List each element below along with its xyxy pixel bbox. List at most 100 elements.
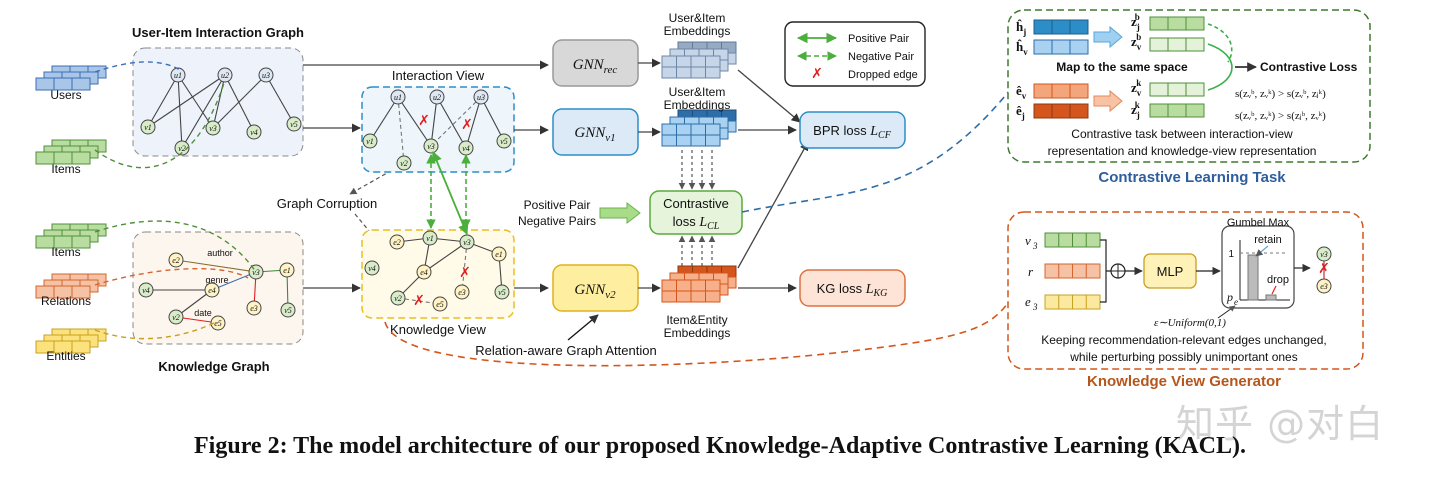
entity-node-e4-circle — [204, 282, 220, 298]
kg-item-node-v3-circle — [248, 264, 264, 280]
entity-node-e5-text: e5 — [214, 319, 222, 328]
kg-item-node-v5-text: v5 — [284, 306, 292, 315]
item-node-v2-circle — [174, 140, 190, 156]
kv-entity-node-e2: e2 — [389, 234, 405, 250]
arrow-rec-to-bpr — [737, 69, 801, 123]
emb-v2-back — [661, 279, 721, 292]
entity-node-e4-text: e4 — [208, 286, 216, 295]
figure-caption: Figure 2: The model architecture of our … — [194, 433, 1246, 459]
cl-symbol-z-v-k: zvk — [1131, 78, 1142, 98]
entities-stack-bar-rect — [35, 340, 91, 354]
kg-item-node-v3: v3 — [248, 264, 264, 280]
user-node-u2: u2 — [217, 67, 233, 83]
user-node-u3-text: u3 — [262, 71, 270, 80]
relation-attention-label: Relation-aware Graph Attention — [475, 343, 656, 358]
cl-bar-e-j-rect — [1033, 103, 1089, 119]
kv-entity-node-e2-circle — [389, 234, 405, 250]
kv-entity-node-e5: e5 — [432, 296, 448, 312]
kv-item-node-v2: v2 — [390, 290, 406, 306]
items-kg-label: Items — [51, 245, 80, 259]
drop-label: drop — [1267, 274, 1289, 286]
ui-edge — [212, 74, 226, 129]
user-node-u2-text: u2 — [221, 71, 229, 80]
user-node-u1: u1 — [170, 67, 186, 83]
relations-label: Relations — [41, 294, 91, 308]
kvg-symbol-v3: v — [1025, 233, 1031, 248]
iv-edge — [369, 96, 399, 142]
user-node-u1-circle — [170, 67, 186, 83]
kg-item-node-v3-text: v3 — [252, 268, 260, 277]
cl-task-title: Contrastive Learning Task — [1098, 169, 1286, 186]
kv-item-node-v5-text: v5 — [498, 288, 506, 297]
gumbel-label: Gumbel Max — [1227, 217, 1290, 229]
kg-edge-label-author: author — [207, 248, 233, 258]
cl-symbol-e-j: êj — [1016, 103, 1025, 121]
cl-bar-z-j-b-rect — [1149, 16, 1205, 31]
iv-item-node-v3: v3 — [423, 138, 439, 154]
contrastive-loss-label: Contrastive Loss — [1260, 60, 1358, 74]
iv-item-node-v2-text: v2 — [400, 159, 408, 168]
iv-item-node-v2-circle — [396, 155, 412, 171]
kvg-bracket — [1100, 239, 1111, 303]
iv-user-node-u3-text: u3 — [477, 93, 485, 102]
entity-node-e1-circle — [279, 262, 295, 278]
users-stack-bar-rect — [35, 77, 91, 91]
kv-item-node-v4-text: v4 — [368, 264, 376, 273]
emb-rec-front — [661, 66, 721, 79]
epsilon-label: ε∼Uniform(0,1) — [1154, 317, 1226, 329]
ui-edge — [147, 74, 226, 128]
inequality-2: s(zᵥᵇ, zᵥᵏ) > s(zⱼᵇ, zᵥᵏ) — [1235, 110, 1326, 122]
retain-label: retain — [1254, 234, 1282, 246]
iv-item-node-v3-text: v3 — [427, 142, 435, 151]
items-link — [94, 79, 226, 169]
kvg-bar-r — [1044, 263, 1101, 279]
kg-edge-label-genre: genre — [205, 275, 228, 285]
user-node-u3: u3 — [258, 67, 274, 83]
ui-edge — [147, 74, 179, 128]
drop-bar — [1265, 294, 1277, 301]
cl-bar-h-j-rect — [1033, 19, 1089, 35]
cl-bar-z-j-k — [1149, 103, 1205, 118]
ui-edge — [265, 74, 295, 125]
cl-bar-e-v — [1033, 83, 1089, 99]
kv-entity-node-e1: e1 — [491, 246, 507, 262]
cl-pair-curve-2 — [1207, 23, 1233, 63]
corruption-arrow-up — [349, 159, 411, 195]
ui-embeddings-1-l2: Embeddings — [664, 24, 731, 38]
architecture-diagram: Users Items Items Relations Entities Use… — [35, 9, 1371, 390]
cl-bar-h-v-rect — [1033, 39, 1089, 55]
item-node-v3: v3 — [205, 120, 221, 136]
entity-node-e2: e2 — [168, 252, 184, 268]
cl-bar-h-v — [1033, 39, 1089, 55]
kvg-symbol-e3-sub: 3 — [1032, 302, 1038, 312]
kg-item-node-v4-text: v4 — [142, 286, 150, 295]
items-kg-stack-bar-rect — [35, 235, 91, 249]
iv-item-node-v1-text: v1 — [366, 137, 374, 146]
ui-graph-title: User-Item Interaction Graph — [132, 25, 304, 40]
kg-item-node-v4-circle — [138, 282, 154, 298]
emb-v2-front — [661, 290, 721, 303]
kv-entity-node-e4-circle — [416, 264, 432, 280]
iv-item-node-v5: v5 — [496, 133, 512, 149]
kvg-out-node-e3: e3 — [1316, 278, 1332, 294]
kv-item-node-v2-text: v2 — [394, 294, 402, 303]
kg-item-node-v2-text: v2 — [172, 313, 180, 322]
kvg-out-dropped: ✗ — [1318, 261, 1330, 277]
entities-label: Entities — [46, 349, 85, 363]
legend-dropped-text: Dropped edge — [848, 69, 918, 81]
kv-item-node-v3: v3 — [459, 234, 475, 250]
kv-item-node-v2-circle — [390, 290, 406, 306]
ui-edge — [224, 74, 255, 133]
ui-edge — [212, 74, 267, 129]
kv-entity-node-e1-circle — [491, 246, 507, 262]
kvg-bar-v3 — [1044, 232, 1101, 248]
entity-node-e3-text: e3 — [250, 304, 258, 313]
kv-item-node-v5-circle — [494, 284, 510, 300]
cl-bar-z-v-k-rect — [1149, 82, 1205, 97]
cl-bar-e-v-rect — [1033, 83, 1089, 99]
iv-user-node-u2: u2 — [429, 89, 445, 105]
cl-symbol-h-j: ĥj — [1016, 19, 1026, 37]
cl-symbol-z-v-b: zvb — [1131, 32, 1142, 52]
legend-dropped-icon: ✗ — [811, 66, 823, 82]
entity-node-e4: e4 — [204, 282, 220, 298]
